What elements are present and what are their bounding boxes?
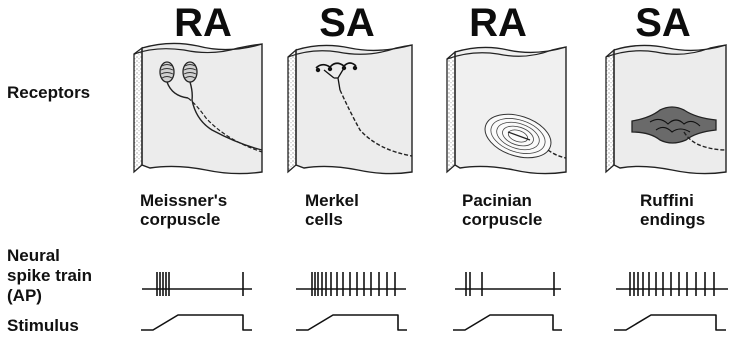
spike-train-meissner (142, 272, 252, 296)
spike-train-ruffini (616, 272, 728, 296)
stimulus-trace-merkel (296, 315, 407, 330)
spike-train-pacinian (455, 272, 561, 296)
skin-block-ruffini (606, 45, 726, 174)
skin-block-meissner (134, 43, 262, 173)
spike-train-merkel (296, 272, 406, 296)
stimulus-trace-meissner (141, 315, 252, 330)
stimulus-trace-pacinian (453, 315, 562, 330)
skin-block-pacinian (447, 47, 566, 174)
stimulus-trace-ruffini (614, 315, 726, 330)
skin-block-merkel (288, 45, 412, 174)
